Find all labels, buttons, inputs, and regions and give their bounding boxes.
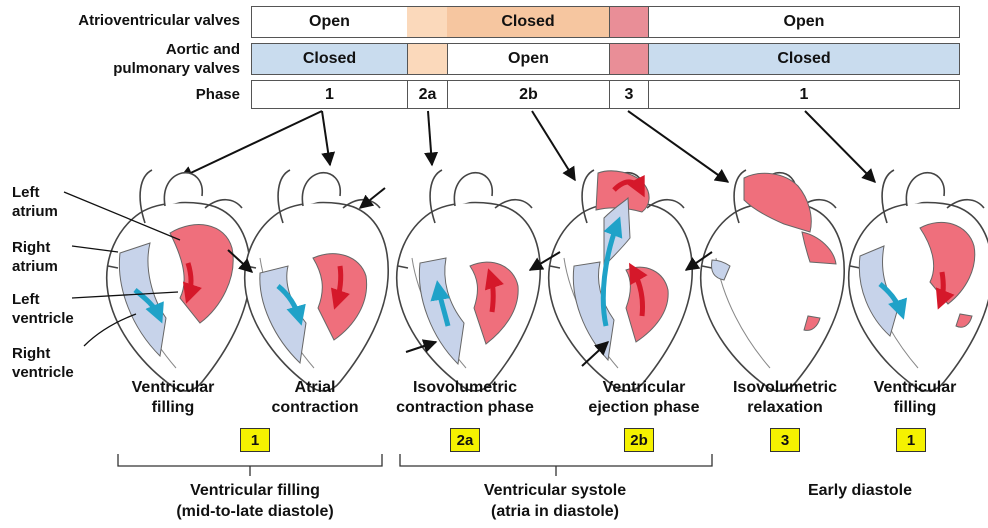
stage-caption-5-line1: Isovolumetric: [710, 378, 860, 398]
stage-caption-6: Ventricular filling: [840, 378, 988, 418]
left-ventricle-label-1: Left: [12, 290, 40, 309]
left-ventricle-label-2: ventricle: [12, 309, 74, 328]
right-ventricle-label-2: ventricle: [12, 363, 74, 382]
phase-pointer-arrows: [180, 111, 875, 182]
stage-caption-2: Atrial contraction: [240, 378, 390, 418]
stage-badge-2b: 2b: [624, 428, 654, 452]
group-ventricular-systole-line1: Ventricular systole: [450, 480, 660, 501]
heart-ventricular-filling-early: [849, 170, 988, 391]
stage-caption-1: Ventricular filling: [98, 378, 248, 418]
group-ventricular-filling: Ventricular filling (mid-to-late diastol…: [150, 480, 360, 522]
stage-caption-1-line1: Ventricular: [98, 378, 248, 398]
group-ventricular-systole: Ventricular systole (atria in diastole): [450, 480, 660, 522]
stage-caption-2-line2: contraction: [240, 398, 390, 418]
group-ventricular-systole-line2: (atria in diastole): [450, 501, 660, 522]
right-atrium-label-1: Right: [12, 238, 50, 257]
stage-caption-2-line1: Atrial: [240, 378, 390, 398]
heart-ventricular-ejection: [549, 170, 692, 391]
right-atrium-label-2: atrium: [12, 257, 58, 276]
group-early-diastole: Early diastole: [780, 480, 940, 501]
stage-badge-2a: 2a: [450, 428, 480, 452]
stage-caption-1-line2: filling: [98, 398, 248, 418]
stage-caption-6-line2: filling: [840, 398, 988, 418]
pointer-arrow-1b: [322, 111, 330, 165]
pointer-arrow-2b: [532, 111, 575, 180]
stage-caption-4-line1: Ventricular: [569, 378, 719, 398]
pointer-arrow-1-late: [805, 111, 875, 182]
heart-isovolumetric-relaxation: [701, 170, 844, 391]
bracket-ventricular-filling: [118, 454, 382, 476]
stage-caption-6-line1: Ventricular: [840, 378, 988, 398]
right-ventricle-label-1: Right: [12, 344, 50, 363]
leader-right-atrium: [72, 246, 118, 252]
pointer-arrow-1a: [180, 111, 322, 178]
heart-isovolumetric-contraction: [397, 170, 540, 391]
heart-ventricular-filling: [107, 170, 250, 391]
group-ventricular-filling-line2: (mid-to-late diastole): [150, 501, 360, 522]
pointer-arrow-2a: [428, 111, 432, 165]
stage-caption-3: Isovolumetric contraction phase: [390, 378, 540, 418]
stage-caption-5-line2: relaxation: [710, 398, 860, 418]
pointer-arrow-3: [628, 111, 728, 182]
stage-caption-4: Ventricular ejection phase: [569, 378, 719, 418]
bracket-ventricular-systole: [400, 454, 712, 476]
stage-caption-4-line2: ejection phase: [569, 398, 719, 418]
group-early-diastole-line1: Early diastole: [780, 480, 940, 501]
stage-caption-5: Isovolumetric relaxation: [710, 378, 860, 418]
stage-badge-1-late: 1: [896, 428, 926, 452]
stage-badge-1: 1: [240, 428, 270, 452]
left-atrium-label-1: Left: [12, 183, 40, 202]
pressure-arrow-atria-right: [360, 188, 385, 208]
group-ventricular-filling-line1: Ventricular filling: [150, 480, 360, 501]
group-brackets: [118, 454, 712, 476]
stage-caption-3-line1: Isovolumetric: [390, 378, 540, 398]
left-atrium-label-2: atrium: [12, 202, 58, 221]
stage-caption-3-line2: contraction phase: [390, 398, 540, 418]
stage-badge-3: 3: [770, 428, 800, 452]
